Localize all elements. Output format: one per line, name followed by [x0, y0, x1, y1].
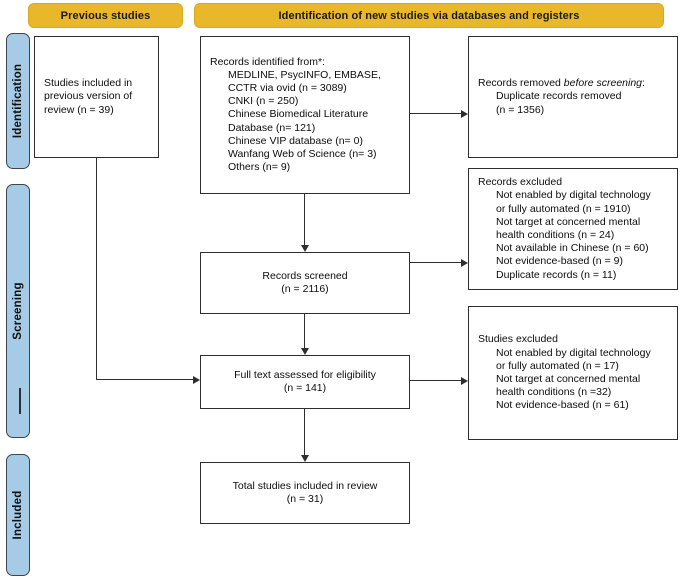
records-identified-item: CCTR via ovid (n = 3089) [228, 81, 347, 94]
phase-header-previous-studies: Previous studies [28, 3, 183, 28]
stage-tab-screening-label: Screening [12, 282, 24, 340]
records-excluded-item: Not evidence-based (n = 9) [496, 255, 623, 268]
connector-screened-to-fulltext [304, 314, 306, 348]
records-excluded-item: Not target at concerned mental [496, 215, 641, 228]
previous-studies-line-3: review (n = 39) [44, 103, 114, 116]
stage-tab-included: Included [6, 454, 30, 576]
arrow-previous-to-fulltext [193, 376, 200, 384]
records-identified-item: Chinese VIP database (n= 0) [228, 134, 363, 147]
previous-studies-line-2: previous version of [44, 90, 133, 103]
records-identified-item: Database (n= 121) [228, 121, 316, 134]
records-excluded-item: health conditions (n = 24) [496, 229, 615, 241]
full-text-line-1: Full text assessed for eligibility [234, 368, 376, 381]
total-included-line-2: (n = 31) [286, 493, 324, 505]
phase-header-previous-studies-label: Previous studies [60, 9, 151, 22]
full-text-line-2: (n = 141) [283, 382, 327, 394]
previous-studies-line-1: Studies included in [44, 77, 133, 90]
records-identified-item: Chinese Biomedical Literature [228, 108, 369, 121]
records-screened-line-1: Records screened [262, 269, 348, 282]
phase-header-new-studies: Identification of new studies via databa… [194, 3, 664, 28]
studies-excluded-item: Not target at concerned mental [496, 373, 641, 385]
records-excluded-heading: Records excluded [478, 176, 563, 189]
records-removed-heading: Records removed before screening: [478, 77, 668, 90]
box-records-screened: Records screened (n = 2116) [200, 252, 410, 314]
records-identified-item: CNKI (n = 250) [228, 95, 299, 108]
records-excluded-item: Duplicate records (n = 11) [496, 268, 617, 281]
box-records-identified: Records identified from*: MEDLINE, PsycI… [200, 36, 410, 194]
connector-previous-to-fulltext-horizontal [96, 379, 193, 381]
connector-identified-to-removed [410, 113, 461, 115]
studies-excluded-item: health conditions (n =32) [496, 386, 612, 399]
box-records-excluded: Records excluded Not enabled by digital … [468, 168, 678, 290]
studies-excluded-item: or fully automated (n = 17) [496, 359, 619, 372]
records-screened-line-2: (n = 2116) [281, 283, 329, 295]
arrow-screened-to-fulltext [301, 348, 309, 355]
box-studies-excluded: Studies excluded Not enabled by digital … [468, 306, 678, 440]
records-excluded-item: or fully automated (n = 1910) [496, 202, 631, 215]
records-identified-item: Others (n= 9) [228, 161, 291, 174]
studies-excluded-heading: Studies excluded [478, 333, 558, 346]
records-excluded-item: Not enabled by digital technology [496, 189, 651, 202]
records-removed-heading-tail: : [642, 77, 645, 90]
stage-tab-screening: Screening [6, 184, 30, 438]
connector-screened-to-excluded [410, 262, 461, 264]
box-records-removed: Records removed before screening: Duplic… [468, 36, 678, 158]
stage-tab-included-label: Included [12, 490, 24, 540]
records-removed-heading-plain: Records removed [478, 77, 564, 90]
connector-fulltext-to-studies-excluded [410, 380, 461, 382]
records-removed-item: (n = 1356) [496, 103, 545, 116]
box-full-text-assessed: Full text assessed for eligibility (n = … [200, 355, 410, 409]
records-removed-heading-italic: before screening [563, 77, 643, 90]
studies-excluded-item: Not evidence-based (n = 61) [496, 399, 629, 412]
arrow-identified-to-screened [301, 245, 309, 252]
screening-tab-tick-mark [19, 388, 21, 414]
stage-tab-identification: Identification [6, 33, 30, 169]
studies-excluded-item: Not enabled by digital technology [496, 346, 651, 359]
stage-tab-identification-label: Identification [12, 63, 24, 139]
records-identified-item: MEDLINE, PsycINFO, EMBASE, [228, 68, 381, 81]
box-total-studies-included: Total studies included in review (n = 31… [200, 462, 410, 524]
box-previous-studies: Studies included in previous version of … [34, 36, 159, 158]
arrow-fulltext-to-studies-excluded [461, 377, 468, 385]
connector-fulltext-to-total [304, 409, 306, 455]
records-identified-item: Wanfang Web of Science (n= 3) [228, 148, 377, 160]
arrow-screened-to-excluded [461, 259, 468, 267]
connector-identified-to-screened [304, 194, 306, 245]
records-identified-heading: Records identified from*: [210, 55, 325, 68]
arrow-identified-to-removed [461, 110, 468, 118]
records-removed-item: Duplicate records removed [496, 90, 622, 103]
records-excluded-item: Not available in Chinese (n = 60) [496, 242, 649, 255]
total-included-line-1: Total studies included in review [232, 479, 378, 492]
connector-previous-to-fulltext-vertical [96, 158, 98, 380]
phase-header-new-studies-label: Identification of new studies via databa… [278, 9, 580, 22]
arrow-fulltext-to-total [301, 455, 309, 462]
